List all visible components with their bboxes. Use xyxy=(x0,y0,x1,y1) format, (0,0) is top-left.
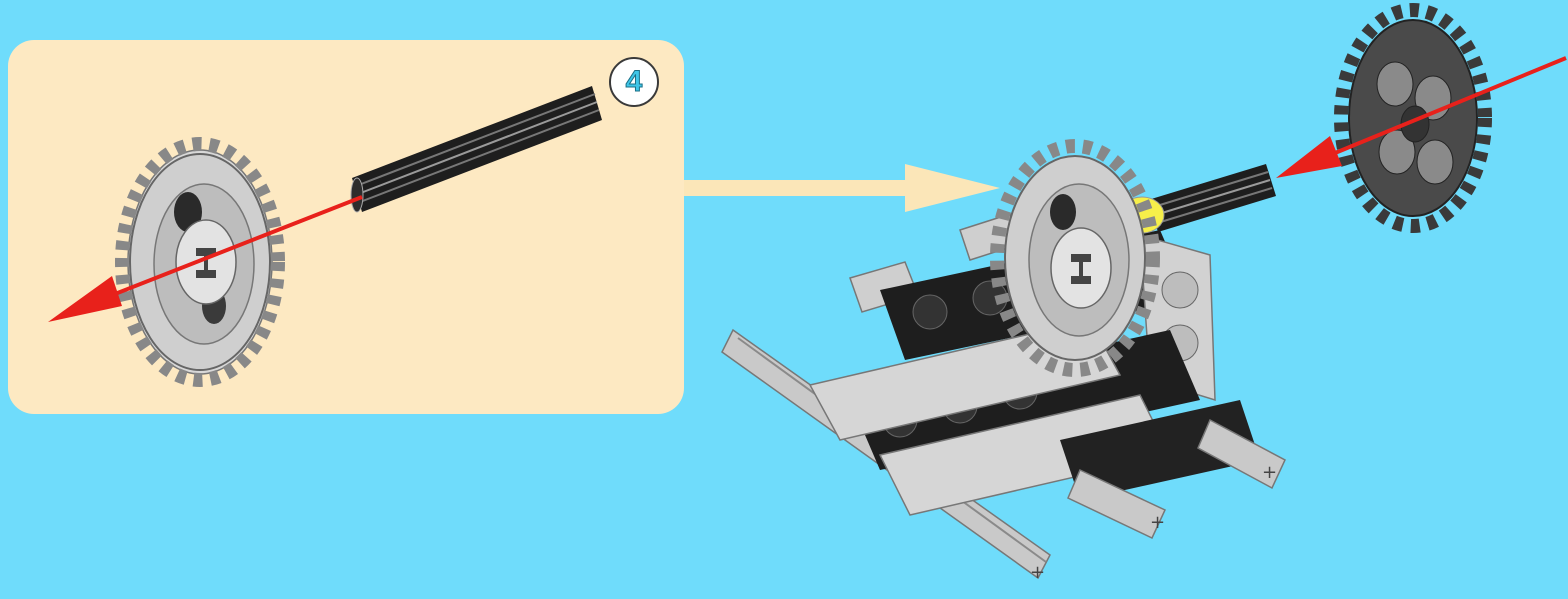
connector-arrow xyxy=(684,164,1000,212)
gear-24-tooth-main-dark xyxy=(1341,10,1485,226)
svg-text:+: + xyxy=(1262,462,1277,483)
svg-text:+: + xyxy=(1030,562,1045,583)
svg-text:+: + xyxy=(1150,512,1165,533)
technic-frame: + + + xyxy=(722,214,1285,583)
step-number-badge: 4 xyxy=(609,57,659,107)
black-axle-main xyxy=(1148,164,1276,232)
